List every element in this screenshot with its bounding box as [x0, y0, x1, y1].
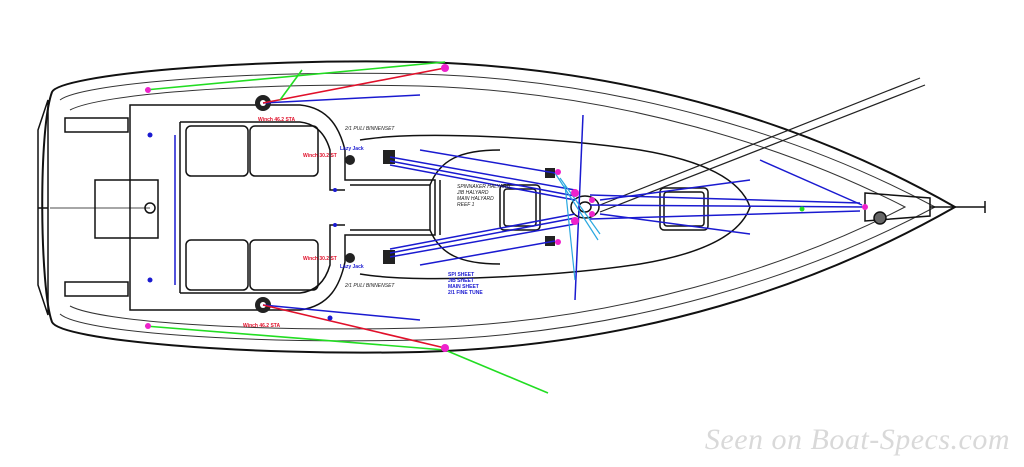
cockpit-seat-top — [185, 125, 319, 177]
hull-outline — [41, 60, 958, 354]
winch-bottom-label: Winch 46.2 STA — [243, 323, 280, 329]
bow-fitting — [864, 192, 986, 225]
rope-clutches — [383, 150, 555, 264]
blue-rope-lines — [174, 94, 866, 321]
blue-text-1: SPI SHEET — [448, 272, 474, 278]
winch-small-bottom — [345, 253, 355, 263]
bow-marker — [799, 206, 805, 212]
boom — [599, 77, 926, 213]
center-text-3: MAIN HALYARD — [457, 196, 494, 202]
forward-hatch — [659, 187, 709, 231]
blue-text-3: MAIN SHEET — [448, 284, 479, 290]
winch-small-top — [345, 155, 355, 165]
fixing-bottom-label: 2/1 PULI BINNENSET — [344, 283, 395, 289]
fixing-top-label: 2/1 PULI BINNENSET — [344, 126, 395, 132]
center-text-2: JIB HALYARD — [456, 190, 489, 196]
cockpit-outline — [129, 104, 436, 311]
winch-small-bottom-label: Winch 30.2 ST — [303, 256, 337, 262]
green-jib-sheets — [144, 61, 549, 394]
turning-blocks — [145, 64, 868, 352]
center-text-1: SPINNAKER HALYARD — [457, 184, 511, 190]
cyan-rope-lines — [554, 172, 601, 281]
blue-text-4: 2/1 FINE TUNE — [448, 290, 483, 296]
note-bottom-label: Lazy Jack — [340, 264, 364, 270]
winch-top-label: Winch 46.2 STA — [258, 117, 295, 123]
blue-text-2: JIB SHEET — [448, 278, 474, 284]
note-top-label: Lazy Jack — [340, 146, 364, 152]
red-sheet-lines — [262, 67, 446, 349]
center-text-4: REEF 1 — [457, 202, 475, 208]
deck-fittings — [147, 132, 337, 321]
cockpit-seat-bottom — [185, 239, 319, 291]
helm-station — [50, 179, 159, 239]
coachroof — [350, 134, 751, 280]
winch-small-top-label: Winch 30.2 ST — [303, 153, 337, 159]
transom — [37, 99, 129, 316]
watermark: Seen on Boat-Specs.com — [704, 423, 1010, 456]
